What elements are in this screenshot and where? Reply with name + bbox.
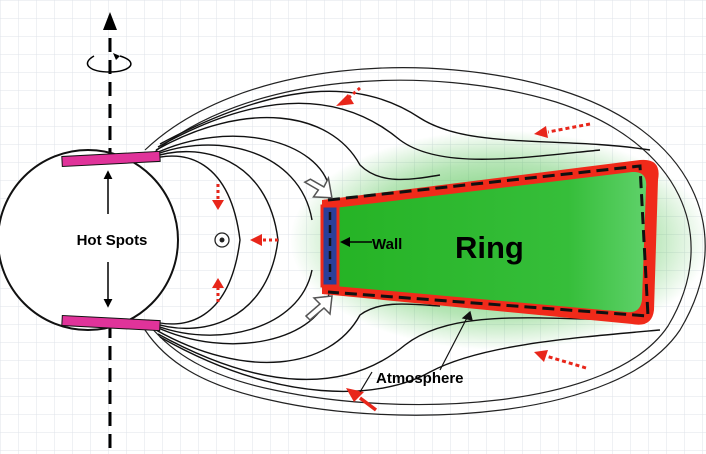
flow-arrow-3 xyxy=(250,234,278,246)
ring xyxy=(322,159,659,325)
flow-arrow-5 xyxy=(534,122,591,138)
wall-label: Wall xyxy=(372,236,402,253)
flow-arrow-1 xyxy=(212,184,224,210)
center-dot-icon xyxy=(214,232,230,248)
magnetosphere-boundary xyxy=(144,67,706,416)
axis-arrowhead xyxy=(103,12,117,30)
dipole-field-lines xyxy=(147,90,661,393)
wall-pointer xyxy=(340,237,372,247)
hot-spot-top xyxy=(61,150,161,168)
hot-spot-bottom xyxy=(61,314,161,332)
flow-arrow-2 xyxy=(212,278,224,302)
ring-body xyxy=(334,171,647,313)
wall xyxy=(320,204,340,288)
hot-spots-label: Hot Spots xyxy=(77,232,148,249)
rotation-arrow-icon xyxy=(86,53,132,73)
ring-label: Ring xyxy=(455,230,524,265)
ring-dashed-outline xyxy=(327,164,650,318)
flow-arrow-4 xyxy=(336,86,361,106)
atmosphere-pointers xyxy=(359,310,473,393)
outward-arrow-icon xyxy=(303,175,333,322)
star xyxy=(0,149,179,332)
flow-arrow-6 xyxy=(534,350,587,370)
atmosphere-label: Atmosphere xyxy=(376,370,464,387)
flow-arrows xyxy=(212,86,591,412)
flow-arrow-7 xyxy=(346,388,378,412)
